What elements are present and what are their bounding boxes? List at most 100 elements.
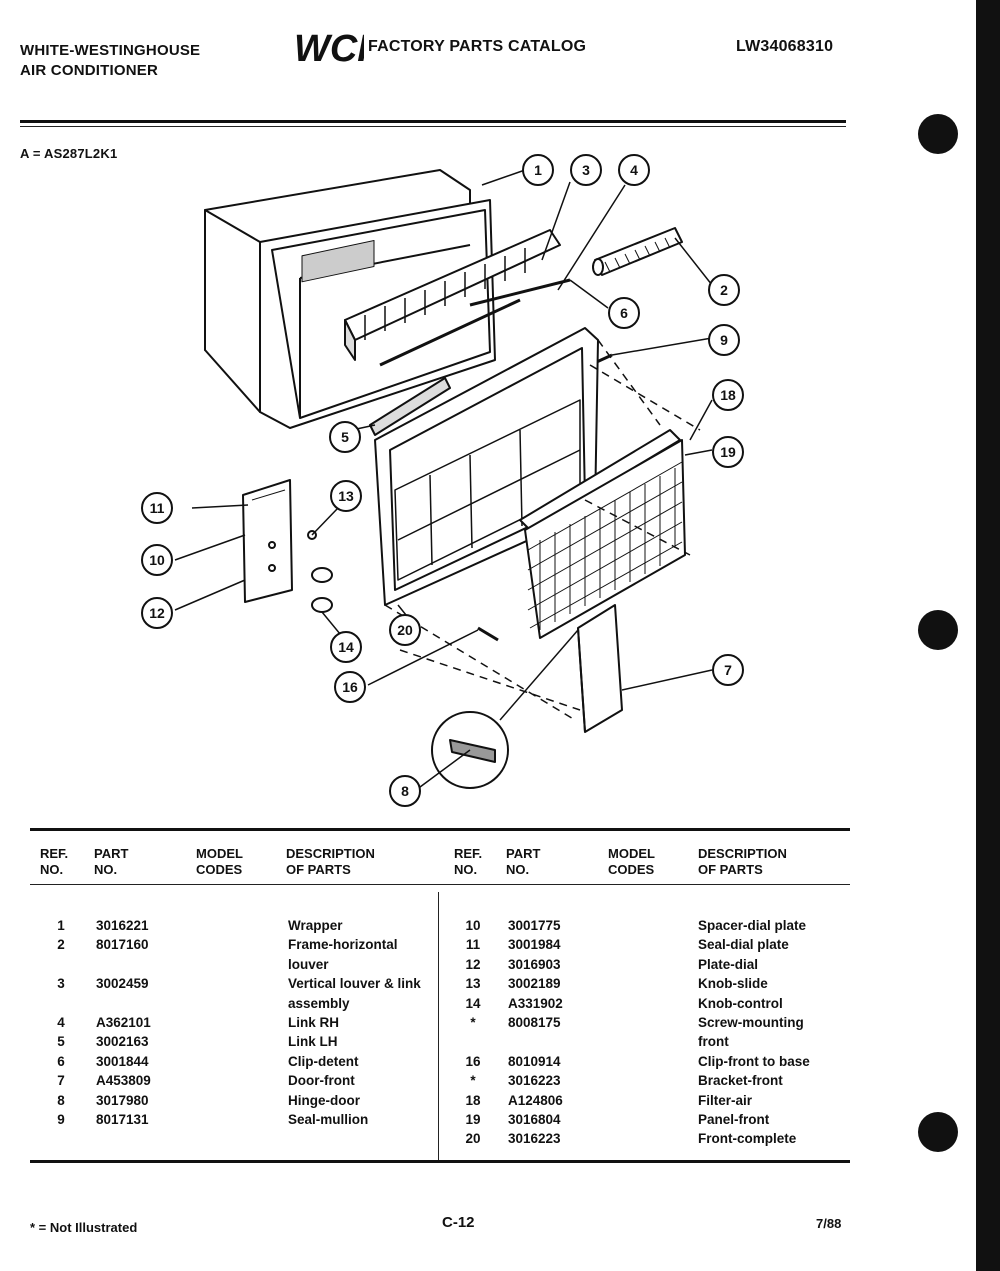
part-ref-no: 6	[57, 1053, 65, 1069]
table-divider	[438, 892, 439, 1160]
page-edge	[976, 0, 1000, 1271]
table-bottom-rule	[30, 1160, 850, 1163]
part-number: 8017160	[96, 937, 149, 953]
part-description: Screw-mounting	[698, 1015, 804, 1030]
part-number: 3001775	[508, 918, 561, 933]
part-number: 8017131	[96, 1112, 149, 1127]
part-ref-no: 12	[465, 956, 481, 972]
callout-label: 6	[620, 305, 628, 321]
callout-label: 16	[342, 679, 358, 695]
callout-label: 13	[338, 488, 354, 504]
callout-label: 5	[341, 429, 349, 445]
vertical-louver-assembly	[344, 229, 561, 361]
part-ref-no: 8	[57, 1092, 65, 1108]
part-ref-no: 4	[57, 1015, 65, 1030]
part-number: A453809	[96, 1073, 151, 1089]
catalog-title: FACTORY PARTS CATALOG	[368, 38, 587, 55]
part-description: Seal-dial plate	[698, 937, 789, 953]
part-description: Door-front	[288, 1073, 355, 1089]
wci-logo: WCI	[292, 28, 369, 70]
callout-circle	[141, 544, 173, 576]
part-number: 3017980	[96, 1092, 149, 1108]
part-ref-no: 13	[465, 976, 481, 992]
part-ref-no: 19	[465, 1112, 481, 1127]
part-ref-no: 5	[57, 1034, 65, 1050]
part-description: Clip-front to base	[698, 1053, 810, 1069]
part-description: Front-complete	[698, 1131, 797, 1147]
brand-line2: AIR CONDITIONER	[20, 62, 158, 79]
part-number: 3016221	[96, 918, 149, 933]
part-number: 3016903	[508, 956, 561, 972]
punch-hole	[918, 610, 958, 650]
header-rule	[20, 120, 846, 123]
callout-label: 10	[149, 552, 165, 568]
part-number: A331902	[508, 995, 563, 1011]
part-number: 8008175	[508, 1015, 561, 1030]
part-number: A362101	[96, 1015, 151, 1030]
part-description: Link LH	[288, 1034, 338, 1050]
part-description: Filter-air	[698, 1092, 753, 1108]
part-ref-no: 3	[57, 976, 65, 992]
punch-hole	[918, 1112, 958, 1152]
model-code: A = AS287L2K1	[20, 146, 118, 161]
part-description: Knob-control	[698, 995, 783, 1011]
part-ref-no: 7	[57, 1073, 65, 1089]
table-header-rule	[30, 884, 850, 885]
callout-label: 8	[401, 783, 409, 799]
callout-label: 12	[149, 605, 165, 621]
callout-circle	[708, 324, 740, 356]
page-number: C-12	[442, 1214, 475, 1231]
callout-label: 2	[720, 282, 728, 298]
part-description: Link RH	[288, 1015, 340, 1030]
callout-circle	[330, 480, 362, 512]
wrapper-part	[204, 169, 496, 429]
callout-label: 18	[720, 387, 736, 403]
callout-circle	[389, 614, 421, 646]
part-ref-no: 18	[465, 1092, 481, 1108]
part-number: 3001984	[508, 937, 561, 953]
part-description: Frame-horizontal	[288, 937, 398, 953]
callout-label: 4	[630, 162, 638, 178]
table-top-rule	[30, 828, 850, 831]
callout-circle	[712, 436, 744, 468]
part-ref-no: 14	[465, 995, 481, 1011]
part-number: 3002459	[96, 976, 149, 992]
part-description: Spacer-dial plate	[698, 918, 807, 933]
callout-circle	[712, 379, 744, 411]
footer-note: * = Not Illustrated	[30, 1220, 138, 1235]
filter-and-panel	[519, 429, 686, 639]
callout-circle	[330, 631, 362, 663]
logo-text: WCI	[294, 30, 364, 66]
part-ref-no: 11	[465, 937, 481, 953]
part-number: 3002189	[508, 976, 561, 992]
part-ref-no: 2	[57, 937, 65, 953]
part-description: Bracket-front	[698, 1073, 783, 1089]
callout-circle	[618, 154, 650, 186]
header-rule-thin	[20, 126, 846, 127]
part-description: Hinge-door	[288, 1092, 360, 1108]
punch-hole	[918, 114, 958, 154]
part-ref-no: 1	[57, 918, 65, 933]
callout-circle	[708, 274, 740, 306]
part-number: 3016804	[508, 1112, 561, 1127]
callout-circle	[329, 421, 361, 453]
callout-circle	[570, 154, 602, 186]
footer-date: 7/88	[816, 1216, 842, 1231]
horizontal-louver-frame	[592, 227, 683, 276]
part-description: Wrapper	[288, 918, 343, 933]
part-number: 3016223	[508, 1131, 561, 1147]
part-description: Panel-front	[698, 1112, 770, 1127]
callout-label: 7	[724, 662, 732, 678]
callout-label: 19	[720, 444, 736, 460]
callout-label: 14	[338, 639, 354, 655]
part-description: assembly	[288, 995, 350, 1011]
callout-label: 11	[150, 500, 165, 516]
callout-label: 1	[534, 162, 542, 178]
col-header-ref-2: REF.NO.	[454, 846, 483, 877]
part-ref-no: 9	[57, 1112, 65, 1127]
